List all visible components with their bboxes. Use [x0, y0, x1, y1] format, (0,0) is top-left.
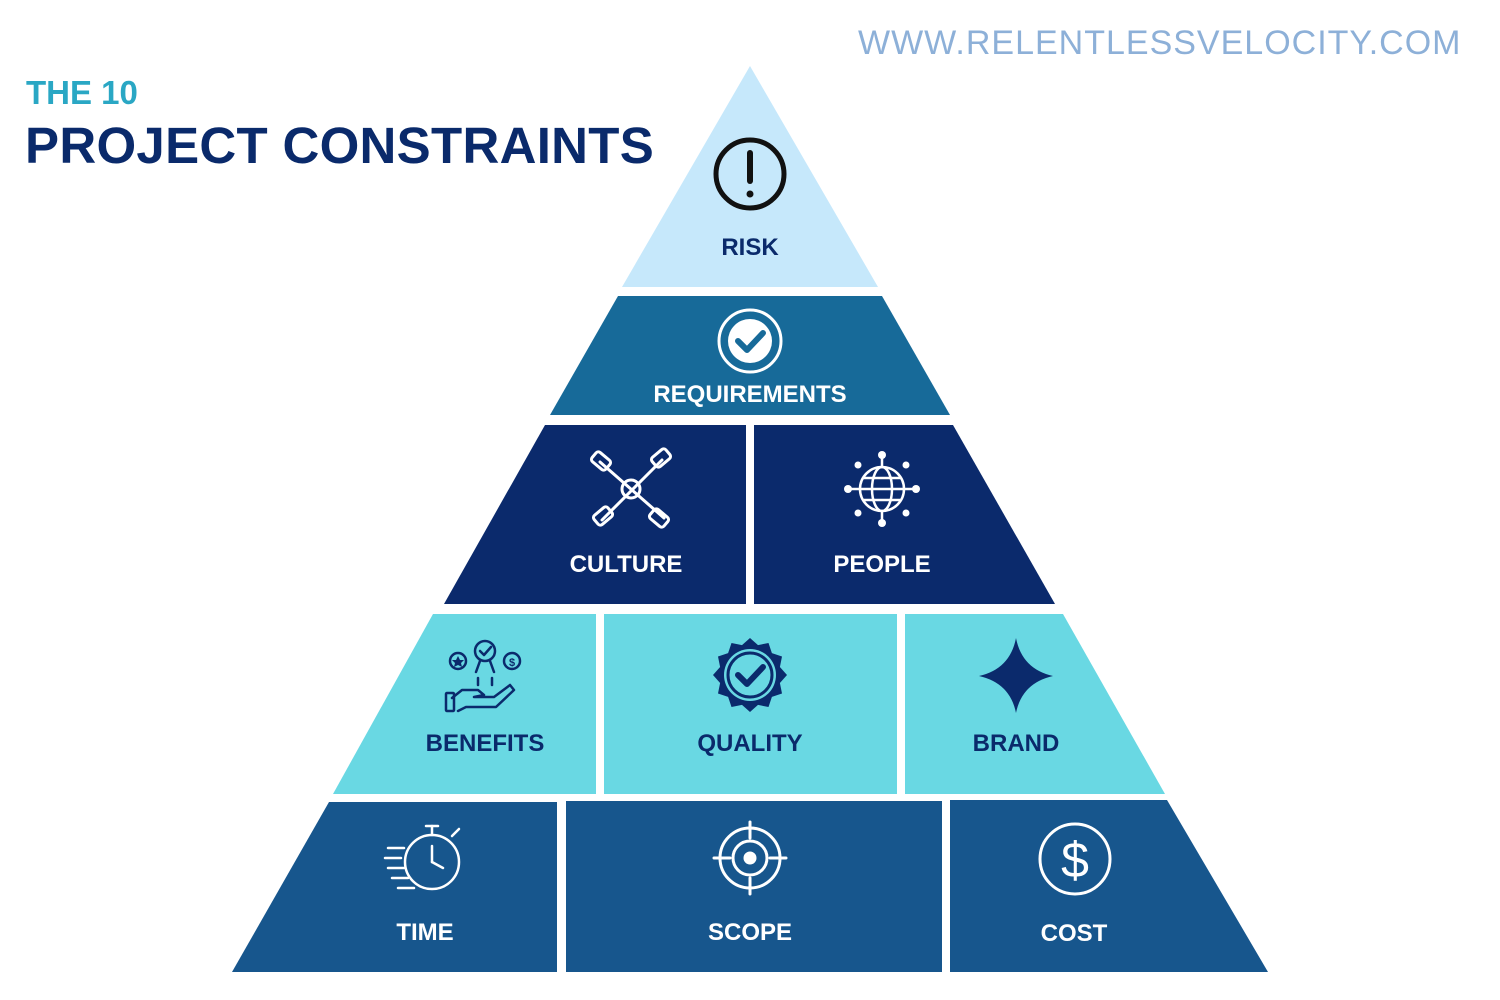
tier-requirements: REQUIREMENTS	[550, 296, 950, 415]
stopwatch-icon	[383, 824, 461, 891]
hand-rewards-icon: $	[444, 639, 522, 713]
label-risk: RISK	[721, 234, 779, 261]
block-brand	[905, 614, 1165, 794]
label-brand: BRAND	[973, 730, 1060, 757]
block-cost	[950, 800, 1268, 972]
check-circle-icon	[717, 308, 783, 374]
label-requirements: REQUIREMENTS	[653, 381, 846, 408]
title-kicker: THE 10	[26, 74, 138, 111]
dollar-circle-icon: $	[1038, 822, 1112, 896]
exclamation-circle-icon	[713, 137, 787, 211]
target-icon	[712, 820, 788, 896]
page-title: PROJECT CONSTRAINTS	[25, 117, 655, 174]
svg-text:$: $	[509, 657, 515, 669]
network-globe-icon	[844, 451, 920, 527]
tier-culture-people: CULTURE PEOPLE	[444, 425, 1055, 604]
label-cost: COST	[1041, 920, 1108, 947]
block-time	[232, 802, 557, 972]
sparkle-star-icon	[979, 638, 1053, 713]
label-benefits: BENEFITS	[426, 730, 545, 757]
badge-check-icon	[713, 638, 787, 712]
tier-time-scope-cost: TIME SCOPE $ COST	[232, 800, 1268, 972]
joined-hands-icon	[589, 447, 673, 529]
label-culture: CULTURE	[570, 551, 683, 578]
svg-text:$: $	[1061, 832, 1089, 888]
website-url: WWW.RELENTLESSVELOCITY.COM	[858, 24, 1462, 62]
tier-benefits-quality-brand: $ BENEFITS QUALITY BRAND	[333, 614, 1165, 794]
label-quality: QUALITY	[697, 730, 802, 757]
tier-risk: RISK	[622, 66, 878, 287]
label-time: TIME	[396, 919, 453, 946]
block-benefits	[333, 614, 596, 794]
label-scope: SCOPE	[708, 919, 792, 946]
label-people: PEOPLE	[833, 551, 930, 578]
